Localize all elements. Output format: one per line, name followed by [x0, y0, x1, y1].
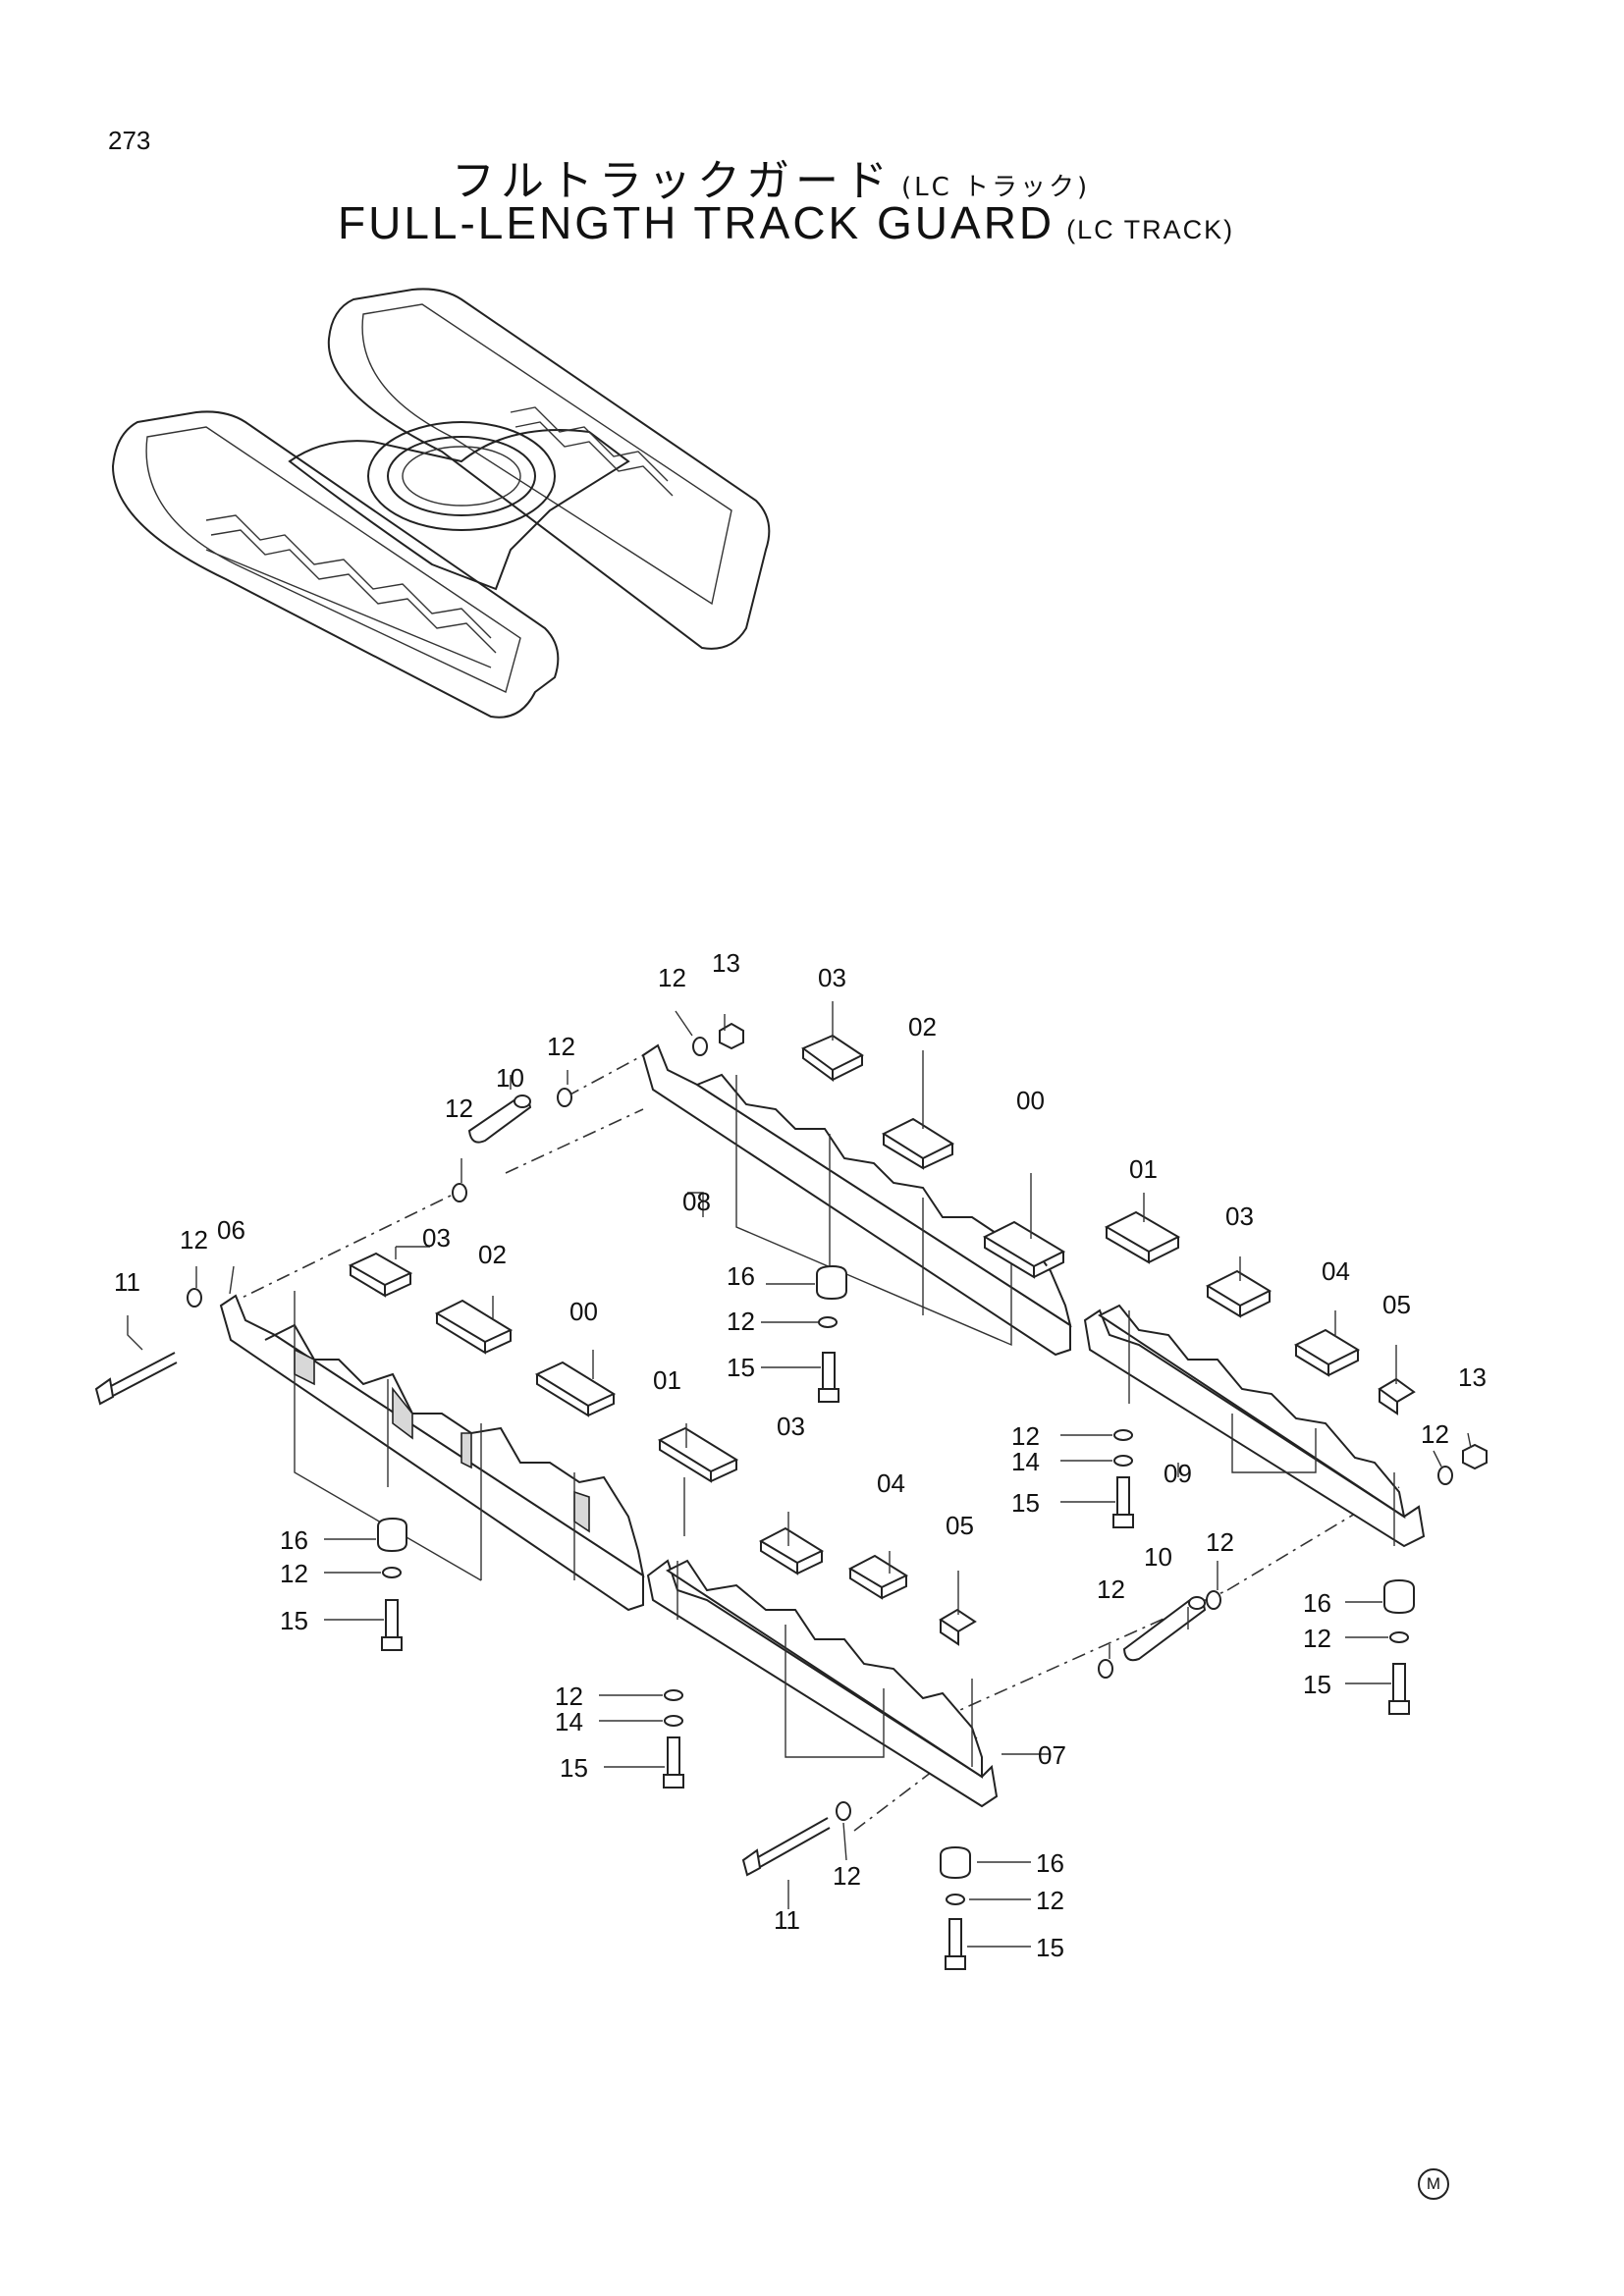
- label-13-right: 13: [1458, 1362, 1487, 1392]
- title-japanese-main: フルトラックガード: [452, 156, 893, 206]
- label-03-lower: 03: [777, 1412, 805, 1441]
- label-10-lower: 10: [1144, 1542, 1172, 1572]
- fasteners: [94, 1022, 1488, 1970]
- label-12-center: 12: [727, 1307, 755, 1336]
- label-11-bottom: 11: [774, 1905, 800, 1935]
- label-15-left: 15: [280, 1606, 308, 1635]
- title-japanese: フルトラックガード (LC トラック): [452, 145, 1090, 208]
- label-16-left: 16: [280, 1525, 308, 1555]
- guard-08: [641, 1043, 1072, 1357]
- label-15-right-stack: 15: [1011, 1488, 1040, 1518]
- label-08: 08: [682, 1187, 711, 1216]
- label-06: 06: [217, 1215, 245, 1245]
- label-02-left: 02: [478, 1240, 507, 1269]
- label-03-right: 03: [1225, 1201, 1254, 1231]
- title-english-sub: (LC TRACK): [1066, 215, 1235, 244]
- label-12-pipe2-right: 12: [1206, 1527, 1234, 1557]
- label-05-right: 05: [1382, 1290, 1411, 1319]
- title-english: FULL-LENGTH TRACK GUARD (LC TRACK): [338, 196, 1234, 249]
- label-02-upper: 02: [908, 1012, 937, 1041]
- label-05-lower: 05: [946, 1511, 974, 1540]
- title-english-main: FULL-LENGTH TRACK GUARD: [338, 197, 1056, 248]
- label-14-right-stack: 14: [1011, 1447, 1040, 1476]
- label-16-right: 16: [1303, 1588, 1331, 1618]
- guard-09: [1083, 1304, 1426, 1548]
- label-07: 07: [1038, 1740, 1066, 1770]
- label-12-right-stack: 12: [1011, 1421, 1040, 1451]
- label-12-bottom-washer: 12: [833, 1861, 861, 1891]
- label-13-top: 13: [712, 948, 740, 978]
- spacer-blocks: [348, 1034, 1416, 1646]
- label-12-right-end: 12: [1421, 1419, 1449, 1449]
- label-09: 09: [1164, 1459, 1192, 1488]
- label-10-upper: 10: [496, 1063, 524, 1093]
- label-03-upper: 03: [818, 963, 846, 992]
- label-15-mid: 15: [560, 1753, 588, 1783]
- label-15-center: 15: [727, 1353, 755, 1382]
- title-japanese-sub: (LC トラック): [901, 173, 1091, 202]
- guard-07: [646, 1559, 999, 1808]
- label-12-left-stack: 12: [280, 1559, 308, 1588]
- leader-lines: [127, 1001, 1472, 1948]
- label-15-right: 15: [1303, 1670, 1331, 1699]
- label-12-mid-stack: 12: [555, 1682, 583, 1711]
- label-16-center: 16: [727, 1261, 755, 1291]
- label-12-pipe2-left: 12: [1097, 1575, 1125, 1604]
- label-15-bottom: 15: [1036, 1933, 1064, 1962]
- label-01-lower: 01: [653, 1365, 681, 1395]
- label-12-right-lower: 12: [1303, 1624, 1331, 1653]
- label-16-bottom: 16: [1036, 1848, 1064, 1878]
- guard-06: [219, 1291, 645, 1612]
- callout-labels: 03 02 00 01 03 04 05 13 12 12 10 12 08 0…: [114, 948, 1487, 1962]
- label-12-left: 12: [180, 1225, 208, 1255]
- label-01-right: 01: [1129, 1154, 1158, 1184]
- undercarriage-overview: [111, 288, 771, 719]
- label-12-pipe-left: 12: [445, 1094, 473, 1123]
- label-00-upper: 00: [1016, 1086, 1045, 1115]
- manufacturer-mark: M: [1418, 2168, 1449, 2200]
- label-12-top: 12: [658, 963, 686, 992]
- label-03-left: 03: [422, 1223, 451, 1253]
- page-number: 273: [108, 126, 151, 155]
- label-04-right: 04: [1322, 1256, 1350, 1286]
- label-00-left: 00: [569, 1297, 598, 1326]
- label-14-mid-stack: 14: [555, 1707, 583, 1736]
- label-12-bottom: 12: [1036, 1886, 1064, 1915]
- label-11-left: 11: [114, 1267, 140, 1297]
- label-12-pipe-right: 12: [547, 1032, 575, 1061]
- label-04-lower: 04: [877, 1468, 905, 1498]
